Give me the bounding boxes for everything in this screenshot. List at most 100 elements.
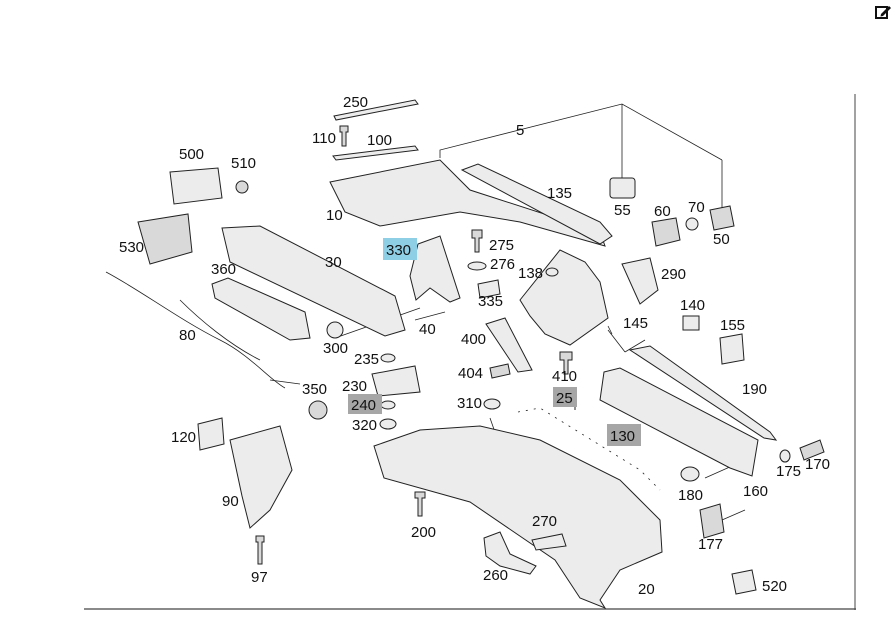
part-330-bracket xyxy=(409,235,461,303)
label-190[interactable]: 190 xyxy=(742,381,767,398)
label-520[interactable]: 520 xyxy=(762,578,787,595)
label-500[interactable]: 500 xyxy=(179,146,204,163)
label-10[interactable]: 10 xyxy=(326,207,343,224)
label-360[interactable]: 360 xyxy=(211,261,236,278)
label-97[interactable]: 97 xyxy=(251,569,268,586)
part-90-bracket xyxy=(229,425,293,529)
part-20-bumper xyxy=(373,425,663,610)
part-175-washer xyxy=(779,449,791,463)
part-70-ring xyxy=(685,217,699,231)
label-160[interactable]: 160 xyxy=(743,483,768,500)
part-410-bolt xyxy=(559,351,573,375)
label-55[interactable]: 55 xyxy=(614,202,631,219)
label-110[interactable]: 110 xyxy=(312,130,336,147)
part-170-bolt xyxy=(799,439,825,461)
label-310[interactable]: 310 xyxy=(457,395,482,412)
label-180[interactable]: 180 xyxy=(678,487,703,504)
label-90[interactable]: 90 xyxy=(222,493,239,510)
label-120[interactable]: 120 xyxy=(171,429,196,446)
part-100-strip xyxy=(332,145,419,161)
label-20[interactable]: 20 xyxy=(638,581,655,598)
part-510-plug xyxy=(235,180,249,194)
part-80-branch xyxy=(179,299,261,361)
highlight-25 xyxy=(553,387,577,407)
label-250[interactable]: 250 xyxy=(343,94,368,111)
part-276-washer xyxy=(467,261,487,271)
label-40[interactable]: 40 xyxy=(419,321,436,338)
label-230[interactable]: 230 xyxy=(342,378,367,395)
label-404[interactable]: 404 xyxy=(458,365,483,382)
label-235[interactable]: 235 xyxy=(354,351,379,368)
label-80[interactable]: 80 xyxy=(179,327,196,344)
part-160-diffuser xyxy=(599,367,759,477)
label-140[interactable]: 140 xyxy=(680,297,705,314)
part-230-holder xyxy=(371,365,421,397)
part-135-trim xyxy=(460,163,613,245)
label-410[interactable]: 410 xyxy=(552,368,577,385)
part-500-module xyxy=(169,167,223,205)
part-80-harness xyxy=(105,271,286,389)
part-155-module xyxy=(719,333,745,365)
label-155[interactable]: 155 xyxy=(720,317,745,334)
label-5[interactable]: 5 xyxy=(516,122,524,139)
part-275-bolt xyxy=(471,229,483,253)
label-50[interactable]: 50 xyxy=(713,231,730,248)
part-360-bracket xyxy=(211,277,311,341)
part-50-sensor xyxy=(709,205,735,231)
part-110-clip xyxy=(339,125,349,147)
label-200[interactable]: 200 xyxy=(411,524,436,541)
label-260[interactable]: 260 xyxy=(483,567,508,584)
part-530-bracket xyxy=(137,213,193,265)
label-175[interactable]: 175 xyxy=(776,463,801,480)
label-138[interactable]: 138 xyxy=(518,265,543,282)
label-510[interactable]: 510 xyxy=(231,155,256,172)
part-labels: 250 110 100 5 500 510 135 55 60 70 50 10… xyxy=(119,94,830,598)
highlight-330 xyxy=(383,238,417,260)
part-shapes xyxy=(105,99,825,610)
part-55-cover xyxy=(609,177,636,199)
label-530[interactable]: 530 xyxy=(119,239,144,256)
label-400[interactable]: 400 xyxy=(461,331,486,348)
part-404-screw xyxy=(489,363,511,379)
label-275[interactable]: 275 xyxy=(489,237,514,254)
edit-icon xyxy=(875,6,891,19)
label-170[interactable]: 170 xyxy=(805,456,830,473)
label-350[interactable]: 350 xyxy=(302,381,327,398)
label-270[interactable]: 270 xyxy=(532,513,557,530)
part-240-washer xyxy=(380,400,396,410)
label-276[interactable]: 276 xyxy=(490,256,515,273)
label-290[interactable]: 290 xyxy=(661,266,686,283)
label-300[interactable]: 300 xyxy=(323,340,348,357)
part-120-plate xyxy=(197,417,225,451)
label-100[interactable]: 100 xyxy=(367,132,392,149)
part-250-strip xyxy=(333,99,419,121)
label-320[interactable]: 320 xyxy=(352,417,377,434)
label-25[interactable]: 25 xyxy=(556,390,573,407)
label-330[interactable]: 330 xyxy=(386,242,411,259)
edit-button[interactable] xyxy=(872,2,894,22)
part-10-cover xyxy=(329,159,606,247)
part-180-grommet xyxy=(680,466,700,482)
label-30[interactable]: 30 xyxy=(325,254,342,271)
highlight-130 xyxy=(607,424,641,446)
label-70[interactable]: 70 xyxy=(688,199,705,216)
label-145[interactable]: 145 xyxy=(623,315,648,332)
part-177-sensor xyxy=(699,503,725,539)
label-60[interactable]: 60 xyxy=(654,203,671,220)
label-135[interactable]: 135 xyxy=(547,185,572,202)
part-130-strip xyxy=(517,407,661,491)
part-300-grommet xyxy=(326,321,344,339)
part-310-nut xyxy=(483,398,501,410)
part-290-bracket xyxy=(621,257,659,305)
part-145-clip xyxy=(607,325,613,335)
label-130[interactable]: 130 xyxy=(610,428,635,445)
part-bumper-corner xyxy=(519,249,609,346)
label-177[interactable]: 177 xyxy=(698,536,723,553)
part-200-bolt xyxy=(414,491,426,517)
label-335[interactable]: 335 xyxy=(478,293,503,310)
part-320-nut xyxy=(379,418,397,430)
label-240[interactable]: 240 xyxy=(351,397,376,414)
part-260-bracket xyxy=(483,531,537,575)
part-30-absorber xyxy=(221,225,406,337)
